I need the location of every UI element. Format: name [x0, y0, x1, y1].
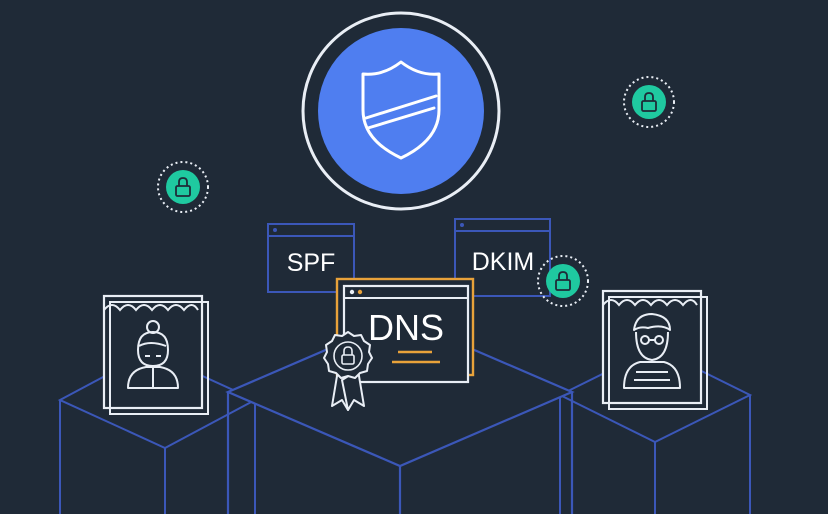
- female-user-card: [102, 294, 209, 415]
- dns-label: DNS: [368, 307, 444, 348]
- lock-badge-left: [157, 161, 209, 213]
- shield-badge: [301, 11, 501, 211]
- male-user-icon: [623, 313, 681, 389]
- certificate-seal-icon: [323, 331, 373, 411]
- dns-window: DNS: [335, 277, 475, 384]
- dkim-label: DKIM: [472, 248, 535, 276]
- shield-icon: [361, 60, 441, 160]
- lock-badge-top-right: [623, 76, 675, 128]
- male-user-card: [601, 289, 708, 410]
- lock-icon: [175, 177, 191, 197]
- lock-icon: [555, 271, 571, 291]
- center-pedestal: [225, 316, 575, 514]
- spf-label: SPF: [287, 249, 336, 277]
- lock-icon: [341, 346, 355, 365]
- female-user-icon: [127, 320, 179, 389]
- lock-icon: [641, 92, 657, 112]
- lock-badge-dkim: [537, 255, 589, 307]
- dkim-window: DKIM: [454, 218, 551, 297]
